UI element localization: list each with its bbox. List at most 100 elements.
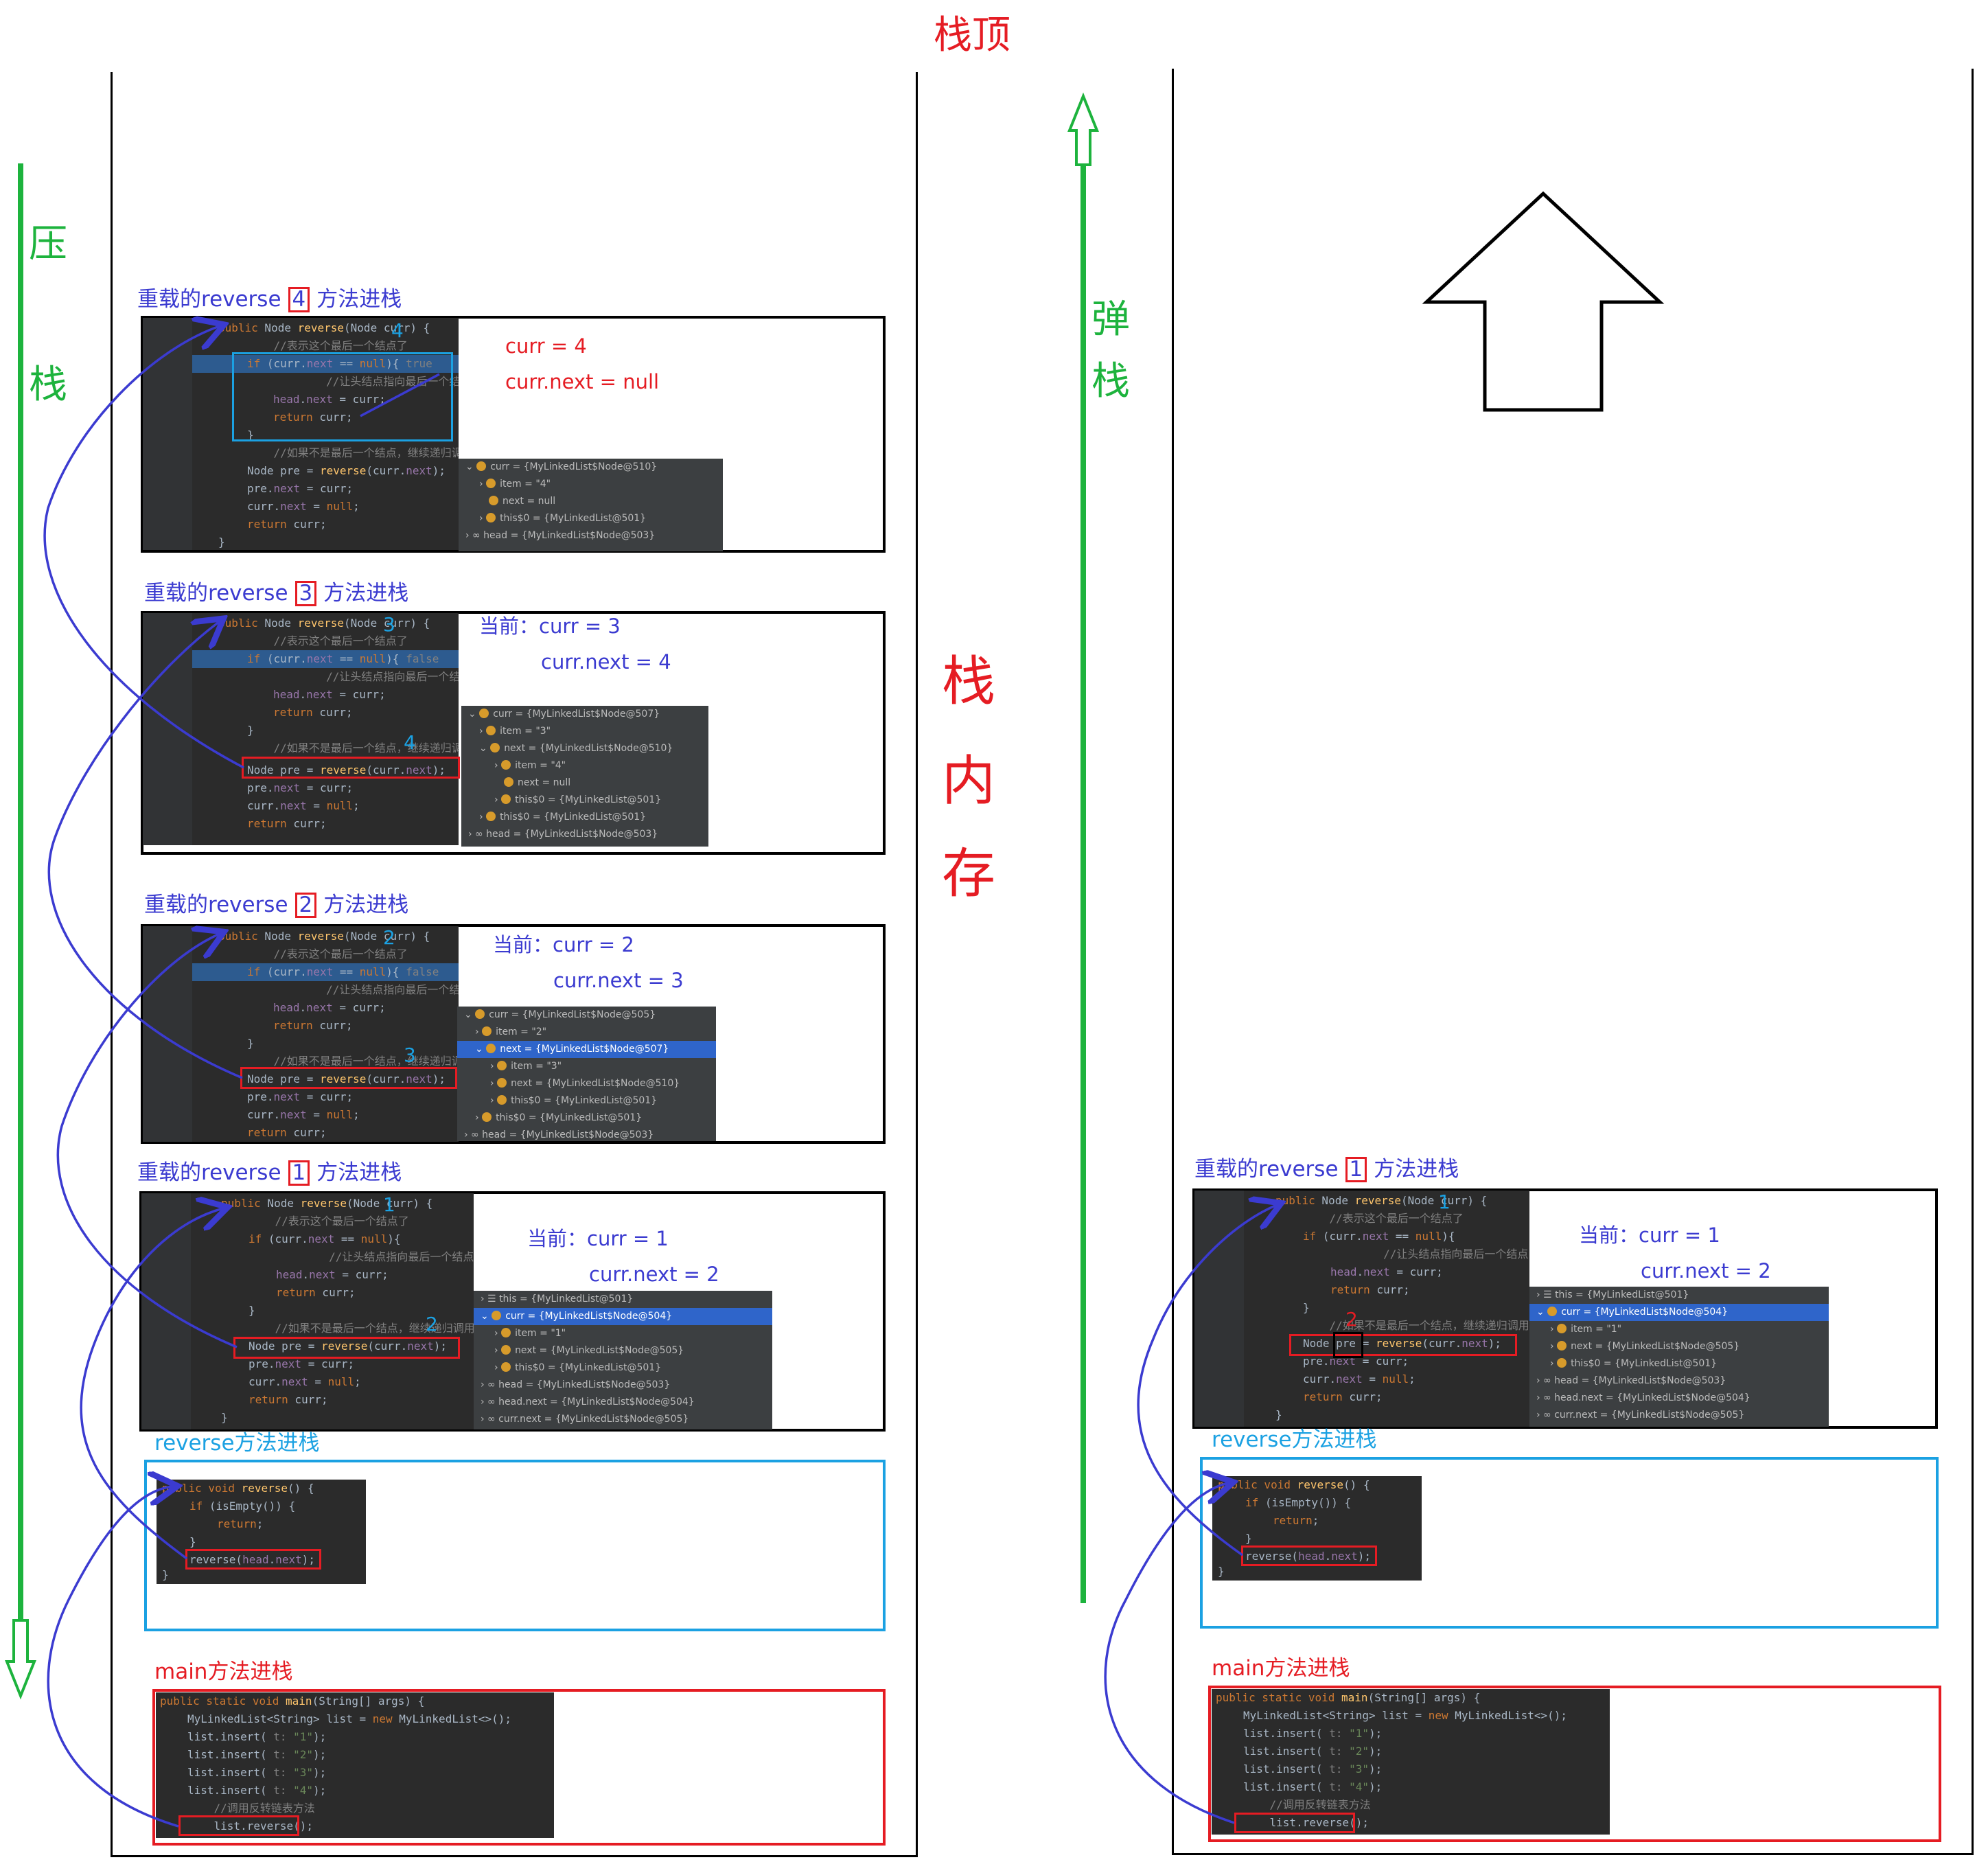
debug-selected-row <box>474 1308 772 1325</box>
code-line: //让头结点指向最后一个结点 <box>273 375 459 388</box>
flow-right-main-to-reverse <box>1104 1483 1234 1824</box>
code-line: pre.next = curr; <box>247 482 354 495</box>
up-arrow-icon <box>1422 191 1665 412</box>
debug-row: ⌄ curr = {MyLinkedList$Node@504} <box>481 1311 673 1322</box>
frame1-code: public Node reverse(Node curr) { //表示这个最… <box>141 1193 474 1429</box>
frame2-marker2: 3 <box>404 1044 416 1066</box>
code-line: //调用反转链表方法 <box>1243 1798 1371 1811</box>
code-line: list.insert( t: "4"); <box>187 1784 327 1797</box>
debug-row: › ∞ head = {MyLinkedList$Node@503} <box>468 829 658 840</box>
frame4-title-pre: 重载的reverse <box>137 287 281 312</box>
breakpoint-line <box>192 650 459 668</box>
breakpoint-line <box>192 963 459 981</box>
debug-row: › item = "3" <box>490 1061 562 1072</box>
code-line: head.next = curr; <box>273 1001 386 1014</box>
code-line: public static void main(String[] args) { <box>160 1694 425 1708</box>
right-frame1-marker: 1 <box>1438 1191 1450 1213</box>
code-line: return curr; <box>247 1126 327 1139</box>
code-line: curr.next = null; <box>247 799 360 812</box>
code-line: pre.next = curr; <box>247 781 354 794</box>
code-line: head.next = curr; <box>1330 1265 1443 1278</box>
debug-row: next = null <box>504 774 570 792</box>
code-line: } <box>1303 1301 1310 1314</box>
pop-arrow-head <box>1067 92 1099 166</box>
stack-top-label: 栈顶 <box>934 13 1010 58</box>
push-label-1: 压 <box>29 222 67 266</box>
code-line: Node pre = reverse(curr.next); <box>1303 1337 1501 1350</box>
right-reverse-call-highlight <box>1241 1545 1377 1566</box>
right-frame1-note2: curr.next = 2 <box>1641 1259 1771 1283</box>
code-line: //让头结点指向最后一个结点 <box>276 1250 474 1263</box>
code-line: list.insert( t: "2"); <box>1243 1745 1383 1758</box>
stack-memory-label-3: 存 <box>942 843 996 905</box>
code-line: MyLinkedList<String> list = new MyLinked… <box>1243 1709 1568 1722</box>
debug-row: ⌄ next = {MyLinkedList$Node@510} <box>479 743 673 754</box>
code-line: list.insert( t: "1"); <box>1243 1727 1383 1740</box>
frame4-marker: 4 <box>391 319 404 342</box>
frame4-note2: curr.next = null <box>505 370 660 393</box>
frame3-debug-panel: ⌄ curr = {MyLinkedList$Node@507} › item … <box>461 706 708 847</box>
code-line: return curr; <box>1303 1390 1383 1403</box>
debug-row: › this$0 = {MyLinkedList@501} <box>490 1095 658 1106</box>
code-line: //调用反转链表方法 <box>187 1802 315 1815</box>
code-line: //如果不是最后一个结点，继续递归调用 <box>247 1055 459 1068</box>
push-label-2: 栈 <box>29 363 67 407</box>
frame4-code: public Node reverse(Node curr) { //表示这个最… <box>143 318 459 550</box>
flow-frame2-to-frame3 <box>47 621 243 1079</box>
frame2-code: public Node reverse(Node curr) { //表示这个最… <box>143 926 459 1142</box>
debug-row: ⌄ curr = {MyLinkedList$Node@505} <box>464 1009 656 1020</box>
code-line: curr.next = null; <box>248 1375 361 1388</box>
code-line: } <box>162 1568 169 1581</box>
code-line: reverse(head.next); <box>1245 1550 1372 1563</box>
debug-row: › item = "4" <box>494 760 566 771</box>
code-line: Node pre = reverse(curr.next); <box>247 763 446 777</box>
code-line: list.reverse(); <box>1243 1816 1369 1829</box>
frame2-title-num: 2 <box>294 893 317 918</box>
code-line: if (isEmpty()) { <box>1245 1496 1352 1509</box>
frame3-title-pre: 重载的reverse <box>144 581 288 606</box>
code-line: } <box>248 1304 255 1317</box>
gutter <box>143 318 192 550</box>
debug-row: › next = {MyLinkedList$Node@505} <box>494 1345 684 1356</box>
frame1-marker2: 2 <box>426 1313 438 1335</box>
gutter <box>143 926 192 1142</box>
debug-row: › next = {MyLinkedList$Node@510} <box>490 1078 680 1089</box>
debug-row: › item = "3" <box>479 726 551 737</box>
code-line: head.next = curr; <box>276 1268 389 1281</box>
right-frame1-debug-panel: › ☰ this = {MyLinkedList@501} ⌄ curr = {… <box>1529 1287 1829 1427</box>
code-line: list.insert( t: "2"); <box>187 1748 327 1761</box>
code-line: return curr; <box>273 411 353 424</box>
code-line: //表示这个最后一个结点了 <box>247 947 408 961</box>
code-line: } <box>218 536 225 549</box>
right-reverse-code: public void reverse() { if (isEmpty()) {… <box>1212 1476 1422 1581</box>
frame3-marker: 3 <box>383 613 395 636</box>
code-line: //让头结点指向最后一个结点 <box>273 670 459 683</box>
code-line: //表示这个最后一个结点了 <box>248 1215 409 1228</box>
breakpoint-line <box>192 355 459 373</box>
pop-label-2: 栈 <box>1091 359 1130 404</box>
code-line: list.insert( t: "3"); <box>187 1766 327 1779</box>
code-line: //如果不是最后一个结点，继续递归调用 <box>247 446 459 459</box>
code-line: //表示这个最后一个结点了 <box>247 339 408 352</box>
code-line: } <box>1245 1532 1252 1545</box>
code-line: return; <box>217 1517 264 1530</box>
code-line: //如果不是最后一个结点，继续递归调用 <box>248 1322 474 1335</box>
code-line: } <box>247 1037 254 1050</box>
code-line: return curr; <box>247 817 327 830</box>
frame3-note1: 当前：curr = 3 <box>479 614 621 638</box>
debug-row: › next = {MyLinkedList$Node@505} <box>1550 1341 1740 1352</box>
right-frame1-pre-box <box>1333 1332 1363 1358</box>
right-frame1-code: public Node reverse(Node curr) { //表示这个最… <box>1194 1191 1529 1427</box>
flow-frame3-to-frame4 <box>43 326 244 769</box>
code-line: curr.next = null; <box>247 1108 360 1121</box>
right-frame1-note1: 当前：curr = 1 <box>1579 1223 1720 1247</box>
frame2-title-post: 方法进栈 <box>323 893 409 917</box>
code-line: public static void main(String[] args) { <box>1216 1691 1481 1704</box>
code-line: Node pre = reverse(curr.next); <box>247 464 446 477</box>
code-line: if (curr.next == null){ false <box>247 652 439 665</box>
debug-row: › item = "4" <box>479 479 551 490</box>
flow-reverse-to-frame1 <box>80 1208 223 1560</box>
frame1-title-post: 方法进栈 <box>316 1160 402 1185</box>
